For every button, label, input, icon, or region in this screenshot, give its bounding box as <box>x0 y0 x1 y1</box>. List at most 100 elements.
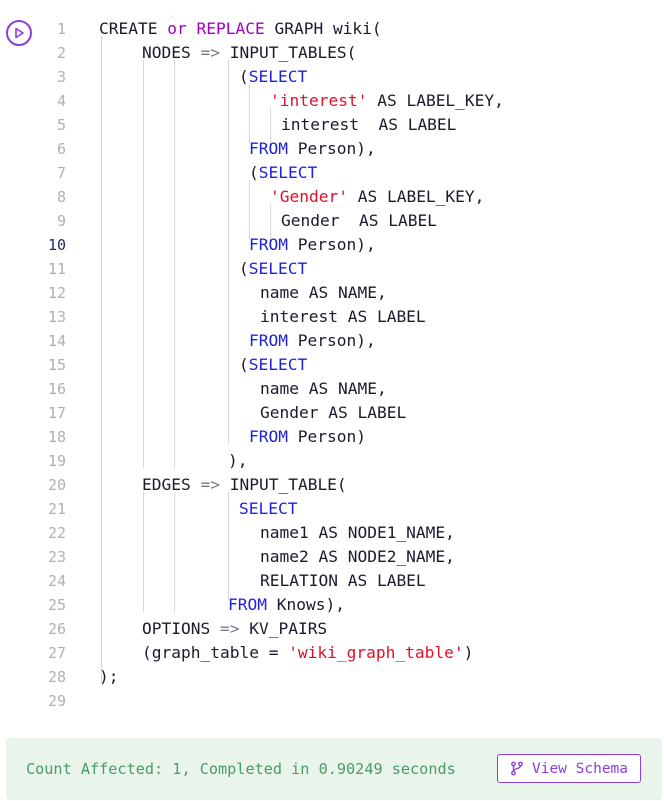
line-number: 15 <box>47 356 66 374</box>
indent-guide <box>249 84 250 144</box>
code-text: name AS NAME, <box>260 379 387 398</box>
code-line: 4 'interest' AS LABEL_KEY, <box>0 89 664 113</box>
line-number: 22 <box>47 524 66 542</box>
code-line: 14 FROM Person), <box>0 329 664 353</box>
indent-guide <box>143 492 144 612</box>
code-text: 'interest' AS LABEL_KEY, <box>270 91 504 110</box>
line-number: 17 <box>47 404 66 422</box>
code-line: 16 name AS NAME, <box>0 377 664 401</box>
code-line: 2 NODES => INPUT_TABLES( <box>0 41 664 65</box>
line-number: 7 <box>56 164 66 182</box>
code-line: 24 RELATION AS LABEL <box>0 569 664 593</box>
line-number: 27 <box>47 644 66 662</box>
code-text: 'Gender' AS LABEL_KEY, <box>270 187 485 206</box>
view-schema-label: View Schema <box>531 760 629 777</box>
code-line: 15 (SELECT <box>0 353 664 377</box>
line-number-active: 10 <box>47 236 66 254</box>
code-text: CREATE or REPLACE GRAPH wiki( <box>99 19 382 38</box>
line-number: 29 <box>47 692 66 710</box>
sql-editor[interactable]: 1 CREATE or REPLACE GRAPH wiki( 2 NODES … <box>0 0 664 720</box>
line-number: 28 <box>47 668 66 686</box>
line-number: 2 <box>56 44 66 62</box>
code-line: 27 (graph_table = 'wiki_graph_table') <box>0 641 664 665</box>
line-number: 18 <box>47 428 66 446</box>
code-line: 6 FROM Person), <box>0 137 664 161</box>
play-circle-icon <box>15 27 24 39</box>
line-number: 9 <box>56 212 66 230</box>
line-number: 23 <box>47 548 66 566</box>
code-text: (graph_table = 'wiki_graph_table') <box>142 643 474 662</box>
line-number: 12 <box>47 284 66 302</box>
line-number: 8 <box>56 188 66 206</box>
code-line: 18 FROM Person) <box>0 425 664 449</box>
indent-guide <box>101 36 102 684</box>
code-line: 17 Gender AS LABEL <box>0 401 664 425</box>
line-number: 20 <box>47 476 66 494</box>
result-message: Count Affected: 1, Completed in 0.90249 … <box>26 760 456 778</box>
code-line: 12 name AS NAME, <box>0 281 664 305</box>
line-number: 25 <box>47 596 66 614</box>
code-line: 21 SELECT <box>0 497 664 521</box>
code-text: (SELECT <box>239 355 308 374</box>
code-line: 7 (SELECT <box>0 161 664 185</box>
line-number: 16 <box>47 380 66 398</box>
code-text: name1 AS NODE1_NAME, <box>260 523 455 542</box>
code-text: (SELECT <box>239 259 308 278</box>
line-number: 3 <box>56 68 66 86</box>
code-text: Gender AS LABEL <box>281 211 437 230</box>
query-result-banner: Count Affected: 1, Completed in 0.90249 … <box>6 738 662 800</box>
code-text: Gender AS LABEL <box>260 403 407 422</box>
view-schema-button[interactable]: View Schema <box>497 754 641 783</box>
code-text: FROM Person), <box>249 331 376 350</box>
code-text: OPTIONS => KV_PAIRS <box>142 619 328 638</box>
indent-guide <box>249 180 250 240</box>
line-number: 13 <box>47 308 66 326</box>
code-text: interest AS LABEL <box>260 307 426 326</box>
code-line: 29 <box>0 689 664 713</box>
code-line: 20 EDGES => INPUT_TABLE( <box>0 473 664 497</box>
code-text: ), <box>228 451 248 470</box>
code-line: 1 CREATE or REPLACE GRAPH wiki( <box>0 17 664 41</box>
code-text: interest AS LABEL <box>281 115 457 134</box>
code-line: 22 name1 AS NODE1_NAME, <box>0 521 664 545</box>
line-number: 4 <box>56 92 66 110</box>
code-line: 10 FROM Person), <box>0 233 664 257</box>
run-query-button[interactable] <box>6 20 32 46</box>
code-text: FROM Person), <box>249 235 376 254</box>
code-line: 26 OPTIONS => KV_PAIRS <box>0 617 664 641</box>
code-text: name AS NAME, <box>260 283 387 302</box>
line-number: 21 <box>47 500 66 518</box>
code-text: FROM Person), <box>249 139 376 158</box>
code-line: 25 FROM Knows), <box>0 593 664 617</box>
code-text: name2 AS NODE2_NAME, <box>260 547 455 566</box>
code-text: (SELECT <box>249 163 318 182</box>
code-text: EDGES => INPUT_TABLE( <box>142 475 347 494</box>
code-text: FROM Knows), <box>228 595 345 614</box>
indent-guide <box>228 60 229 444</box>
code-line: 13 interest AS LABEL <box>0 305 664 329</box>
code-line: 8 'Gender' AS LABEL_KEY, <box>0 185 664 209</box>
indent-guide <box>270 204 271 240</box>
code-line: 19 ), <box>0 449 664 473</box>
line-number: 19 <box>47 452 66 470</box>
line-number: 14 <box>47 332 66 350</box>
line-number: 24 <box>47 572 66 590</box>
indent-guide <box>174 60 175 468</box>
code-text: (SELECT <box>239 67 308 86</box>
code-line: 5 interest AS LABEL <box>0 113 664 137</box>
branch-icon <box>511 761 523 776</box>
code-text: SELECT <box>239 499 298 518</box>
code-text: RELATION AS LABEL <box>260 571 426 590</box>
code-line: 9 Gender AS LABEL <box>0 209 664 233</box>
line-number: 5 <box>56 116 66 134</box>
line-number: 11 <box>47 260 66 278</box>
code-text: NODES => INPUT_TABLES( <box>142 43 357 62</box>
indent-guide <box>174 492 175 612</box>
indent-guide <box>228 492 229 600</box>
line-number: 26 <box>47 620 66 638</box>
line-number: 6 <box>56 140 66 158</box>
code-line: 28 ); <box>0 665 664 689</box>
code-line: 23 name2 AS NODE2_NAME, <box>0 545 664 569</box>
indent-guide <box>143 60 144 468</box>
code-line: 3 (SELECT <box>0 65 664 89</box>
